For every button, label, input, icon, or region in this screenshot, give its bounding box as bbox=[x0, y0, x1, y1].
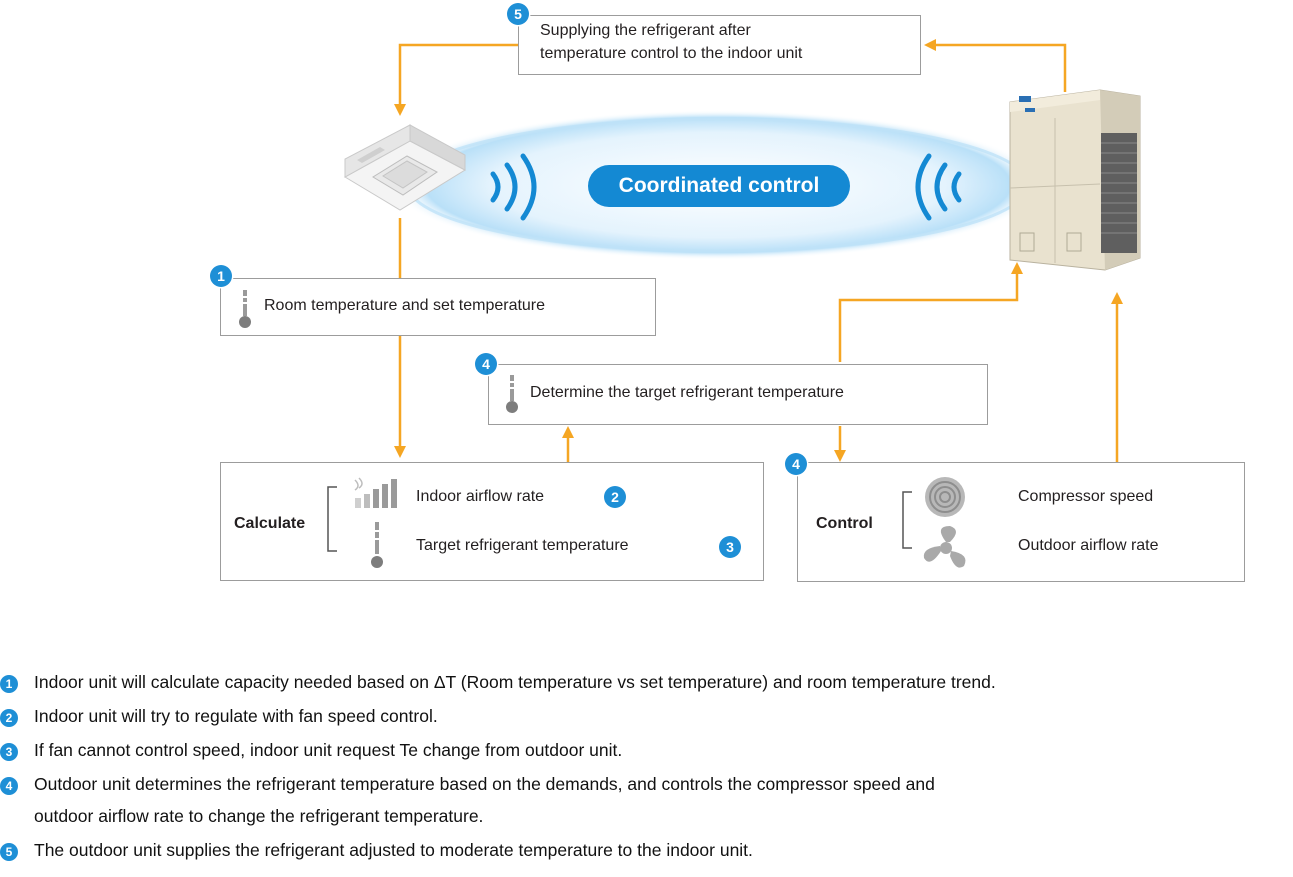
compressor-icon bbox=[925, 477, 965, 517]
airflow-bars-icon bbox=[354, 477, 397, 508]
control-title: Control bbox=[816, 515, 873, 532]
bracket bbox=[327, 486, 337, 552]
thermometer-icon bbox=[506, 375, 518, 413]
signal-waves-right-icon bbox=[490, 153, 537, 221]
step1-text: Room temperature and set temperature bbox=[264, 297, 546, 314]
note-number-badge: 2 bbox=[0, 709, 18, 727]
step5-line1: Supplying the refrigerant after bbox=[540, 22, 751, 39]
note-text: If fan cannot control speed, indoor unit… bbox=[34, 740, 623, 760]
step4-control-badge: 4 bbox=[785, 453, 807, 475]
target-refrigerant-temperature-text: Target refrigerant temperature bbox=[416, 537, 629, 554]
arrow-outdoor-to-step5 bbox=[924, 39, 1067, 92]
calculate-title: Calculate bbox=[234, 515, 306, 532]
note-number-badge: 3 bbox=[0, 743, 18, 761]
note-number-badge: 4 bbox=[0, 777, 18, 795]
note-text: Outdoor unit determines the refrigerant … bbox=[34, 774, 935, 794]
step4-target-box bbox=[488, 364, 988, 425]
step1-badge: 1 bbox=[210, 265, 232, 287]
note-text: Indoor unit will try to regulate with fa… bbox=[34, 706, 438, 726]
thermometer-icon bbox=[239, 290, 251, 328]
step3-badge: 3 bbox=[719, 536, 741, 558]
step4-target-text: Determine the target refrigerant tempera… bbox=[530, 384, 844, 401]
note-text: The outdoor unit supplies the refrigeran… bbox=[34, 840, 753, 860]
step5-line2: temperature control to the indoor unit bbox=[540, 45, 803, 62]
step5-box bbox=[518, 15, 921, 75]
bracket bbox=[902, 491, 912, 549]
step2-badge: 2 bbox=[604, 486, 626, 508]
note-number-badge: 1 bbox=[0, 675, 18, 693]
signal-waves-left-icon bbox=[915, 153, 962, 221]
note-text: outdoor airflow rate to change the refri… bbox=[34, 806, 484, 826]
compressor-speed-text: Compressor speed bbox=[1018, 488, 1154, 505]
step1-box bbox=[220, 278, 656, 336]
calculate-box bbox=[220, 462, 764, 581]
coordinated-control-label: Coordinated control bbox=[588, 165, 850, 207]
outdoor-unit-icon bbox=[1009, 89, 1141, 271]
note-text: Indoor unit will calculate capacity need… bbox=[34, 672, 996, 692]
step4-top-badge: 4 bbox=[475, 353, 497, 375]
arrow-step4-to-outdoor bbox=[838, 262, 1023, 362]
fan-icon bbox=[923, 526, 966, 568]
indoor-cassette-unit-icon bbox=[343, 124, 467, 211]
control-flow-diagram: Coordinated control Supplying the refrig… bbox=[210, 3, 1245, 582]
note-number-badge: 5 bbox=[0, 843, 18, 861]
indoor-airflow-rate-text: Indoor airflow rate bbox=[416, 488, 545, 505]
arrow-step5-to-indoor bbox=[394, 43, 518, 116]
outdoor-airflow-rate-text: Outdoor airflow rate bbox=[1018, 537, 1159, 554]
control-box bbox=[797, 462, 1245, 582]
thermometer-icon bbox=[371, 522, 383, 568]
step5-badge: 5 bbox=[507, 3, 529, 25]
